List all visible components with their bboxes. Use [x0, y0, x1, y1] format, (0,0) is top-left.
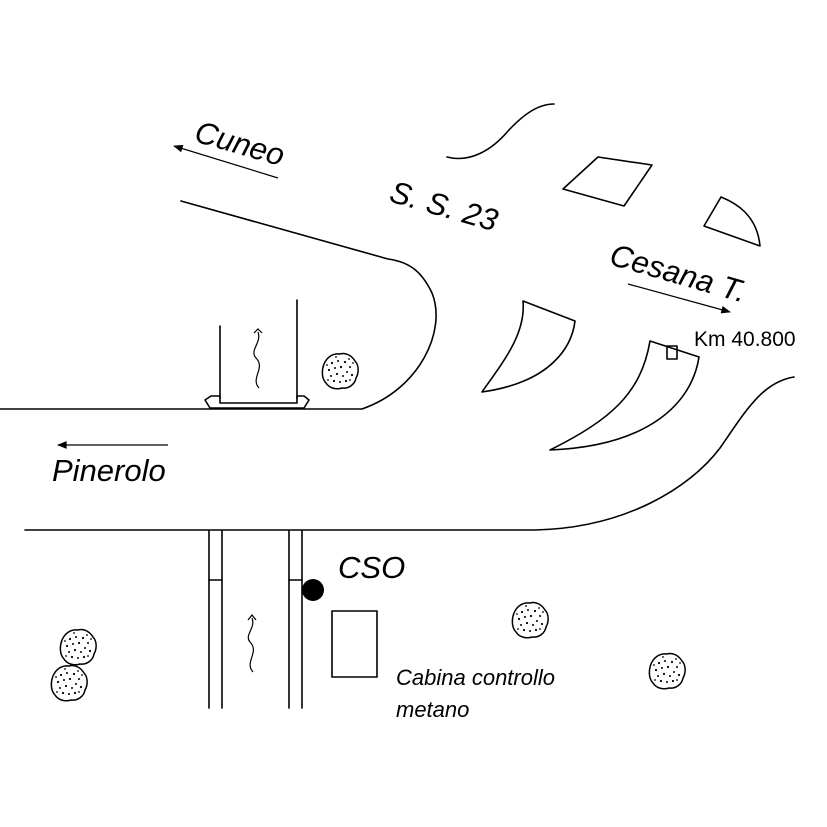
island-bottom: [549, 340, 700, 451]
road-shoulder-top: [446, 103, 555, 160]
traffic-islands: [481, 156, 761, 451]
island-top: [562, 156, 653, 207]
tree-icon: [511, 601, 549, 639]
label-km: Km 40.800: [694, 328, 796, 351]
water-flow-icon: [247, 617, 255, 673]
direction-arrows: [57, 144, 731, 449]
island-middle: [481, 300, 576, 393]
tree-icon: [50, 664, 88, 702]
tree-icon: [648, 652, 686, 690]
road-north-edge: [0, 200, 437, 410]
island-right: [703, 196, 761, 247]
channel-south: [208, 530, 303, 709]
road-edges: [0, 103, 795, 531]
cabin-icon: [331, 610, 378, 678]
tree-icon: [321, 352, 359, 390]
arrow-icon: [173, 144, 279, 179]
trees: [50, 352, 686, 702]
label-cabina-line1: Cabina controllo: [396, 665, 555, 690]
cso-marker-icon: [302, 579, 324, 601]
water-flow-icon: [253, 331, 261, 389]
channel-north: [204, 299, 310, 409]
culvert-head: [204, 395, 310, 409]
km-marker-post: [666, 345, 678, 360]
tree-icon: [59, 628, 97, 666]
road-south-edge: [24, 376, 795, 531]
label-cesana: Cesana T.: [606, 237, 750, 309]
label-cuneo: Cuneo: [191, 114, 288, 173]
label-cabina-line2: metano: [396, 697, 469, 722]
label-ss23: S. S. 23: [386, 174, 502, 238]
label-pinerolo: Pinerolo: [52, 453, 166, 488]
label-cso: CSO: [338, 550, 405, 585]
arrow-icon: [627, 283, 731, 314]
